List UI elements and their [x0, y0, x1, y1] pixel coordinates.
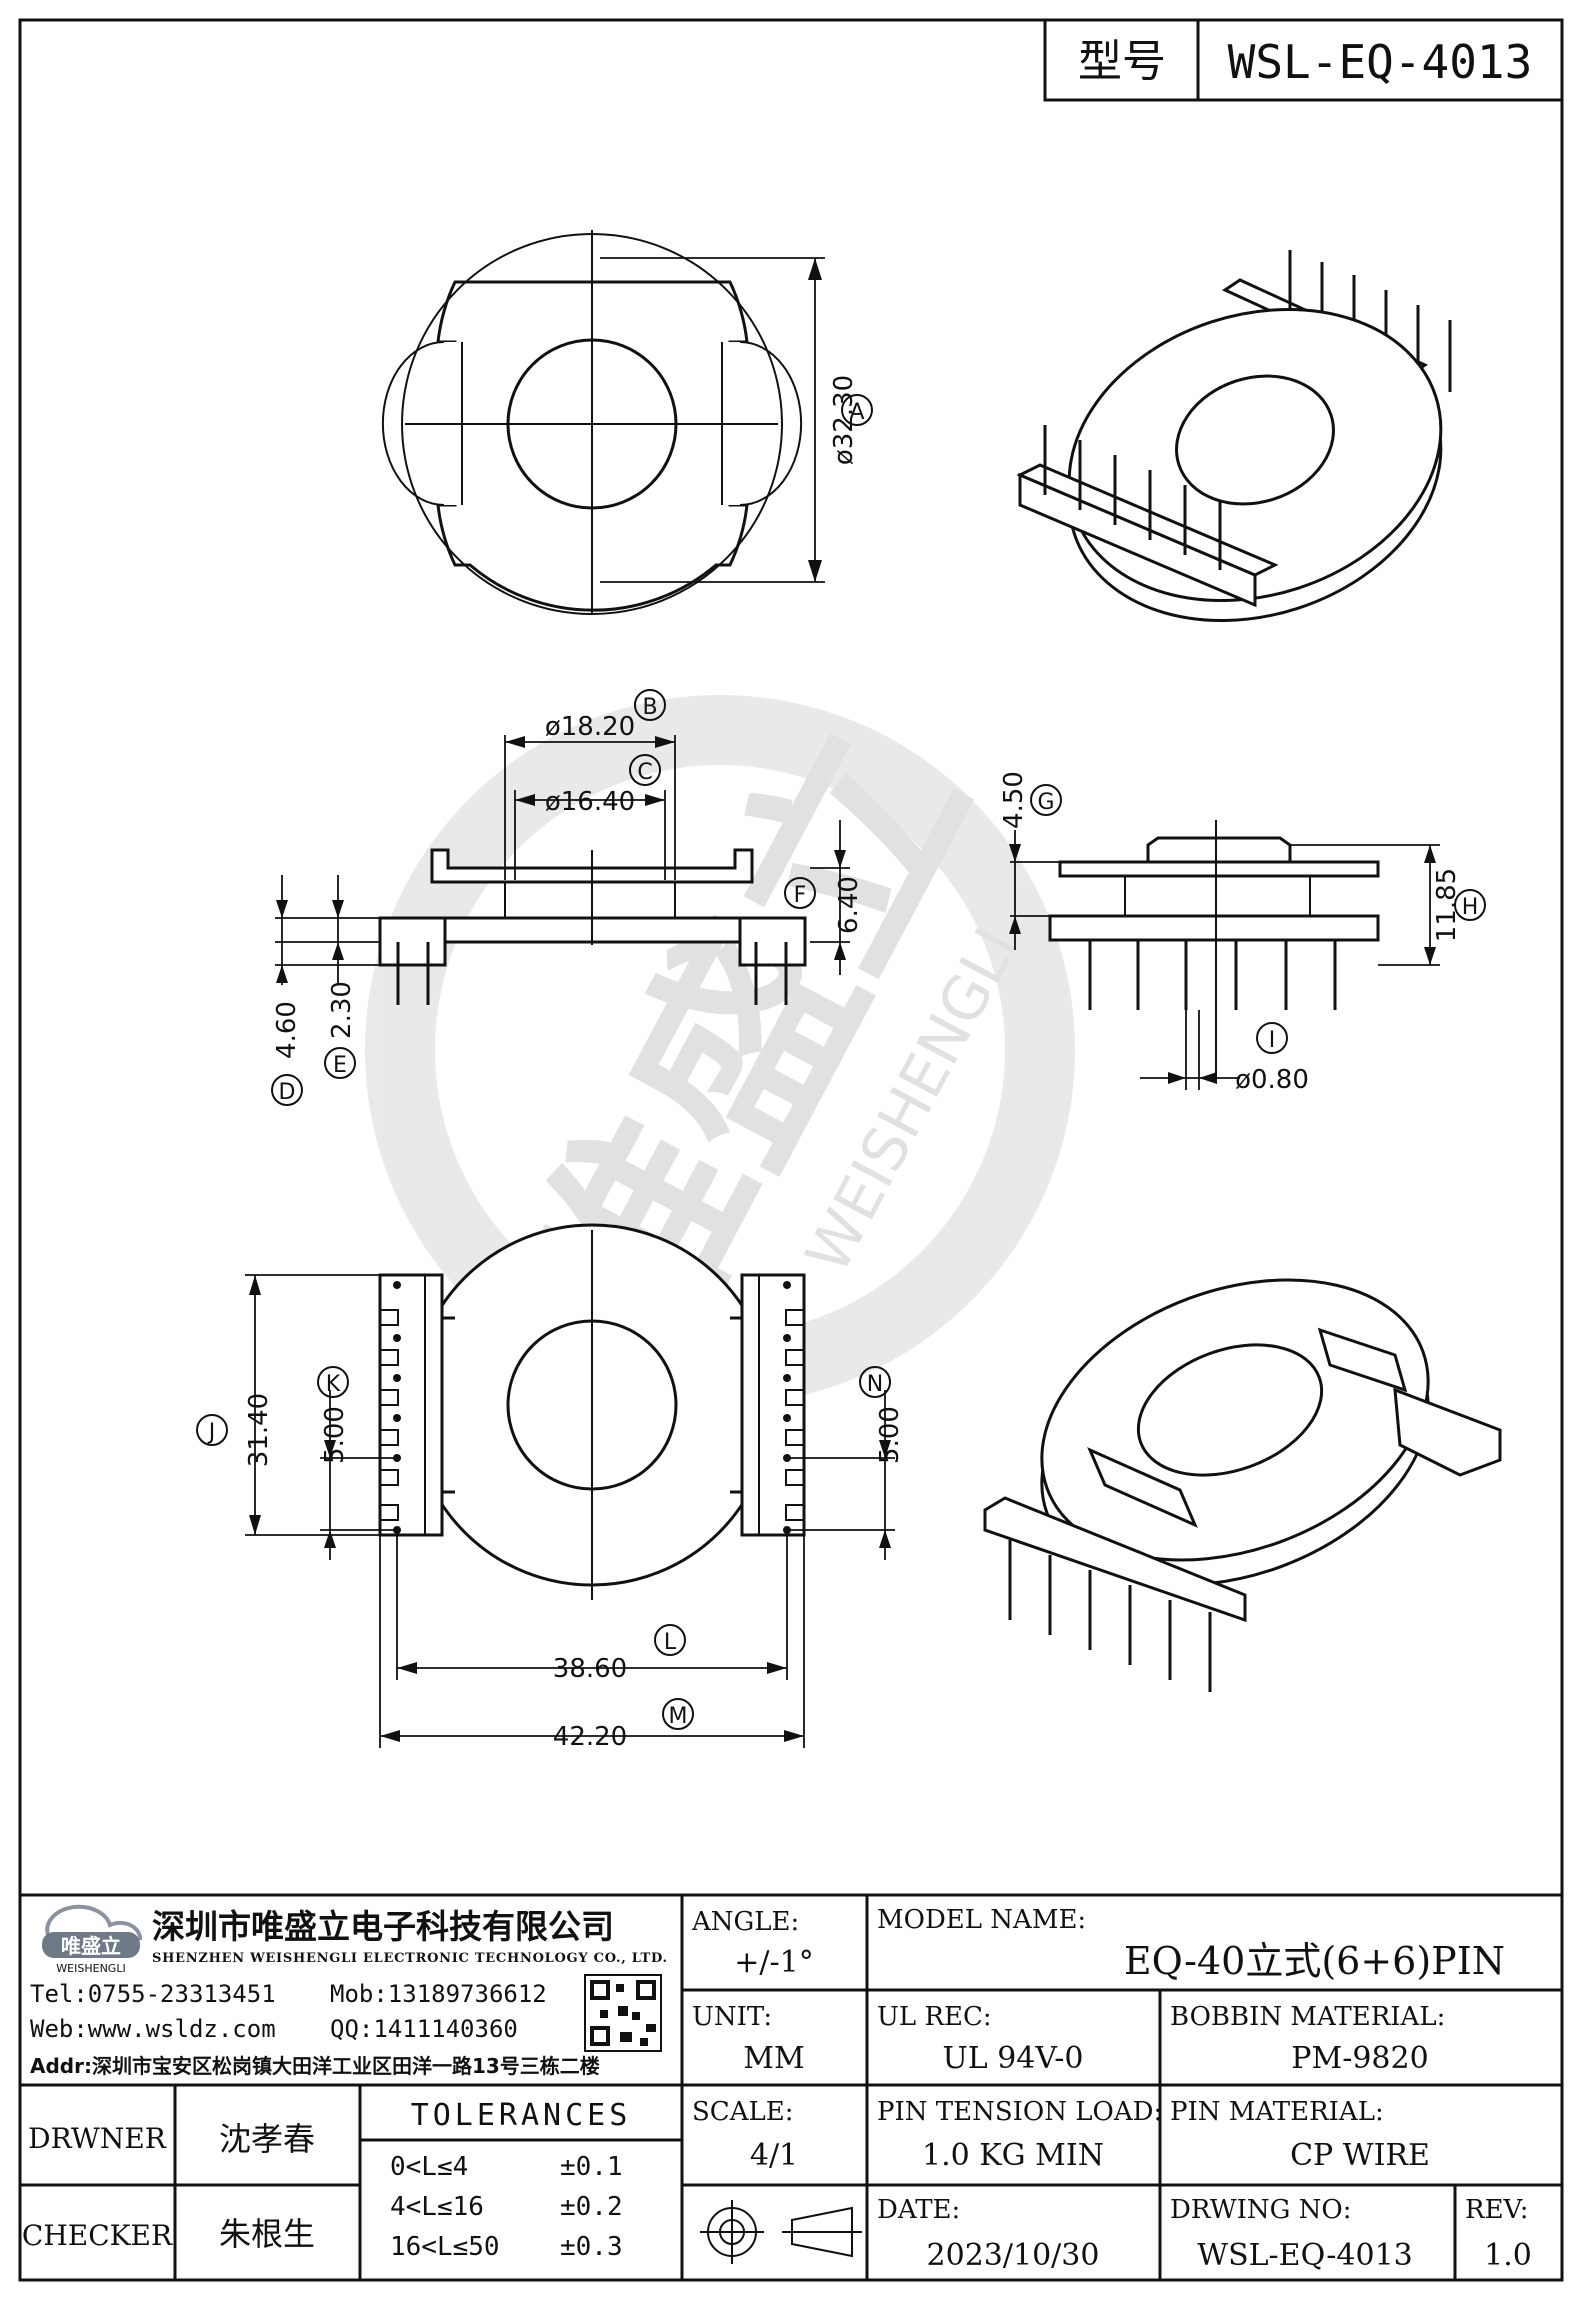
dim-E-letter: E [333, 1053, 347, 1078]
title-block: 唯盛立 WEISHENGLI 深圳市唯盛立电子科技有限公司 SHENZHEN W… [20, 1893, 1562, 2280]
scale-label: SCALE: [692, 2097, 794, 2127]
tol-value-2: ±0.3 [560, 2232, 623, 2262]
dim-D-letter: D [279, 1080, 296, 1105]
ul-label: UL REC: [877, 2002, 992, 2032]
dim-A-letter: A [849, 400, 864, 425]
checker-label: CHECKER [22, 2219, 173, 2252]
ul-value: UL 94V-0 [942, 2041, 1083, 2076]
dim-G-letter: G [1037, 790, 1054, 815]
company-qq: QQ:1411140360 [330, 2015, 518, 2043]
dim-N-value: 5.00 [875, 1406, 905, 1464]
tol-range-1: 4<L≤16 [390, 2192, 484, 2222]
dim-N-letter: N [867, 1372, 883, 1397]
tension-value: 1.0 KG MIN [922, 2138, 1104, 2173]
model-name-value: EQ-40立式(6+6)PIN [1124, 1939, 1505, 1983]
iso-view-top [1016, 250, 1452, 623]
model-name-label: MODEL NAME: [877, 1905, 1086, 1935]
logo-text: 唯盛立 [61, 1934, 121, 1958]
company-address: Addr:深圳市宝安区松岗镇大田洋工业区田洋一路13号三栋二楼 [30, 2054, 600, 2078]
dim-B-letter: B [642, 695, 657, 720]
tol-value-1: ±0.2 [560, 2192, 623, 2222]
tol-range-0: 0<L≤4 [390, 2152, 468, 2182]
dim-E-value: 2.30 [327, 981, 357, 1039]
dim-I-letter: I [1269, 1028, 1276, 1053]
pin-material-value: CP WIRE [1290, 2138, 1430, 2173]
dim-M-value: 42.20 [553, 1722, 627, 1752]
logo-sub: WEISHENGLI [56, 1962, 125, 1975]
tolerances-title: TOLERANCES [411, 2098, 632, 2133]
dim-K-letter: K [326, 1372, 341, 1397]
bobbin-label: BOBBIN MATERIAL: [1170, 2002, 1445, 2032]
projection-symbol-icon [700, 2200, 862, 2264]
dim-J-letter: J [207, 1420, 216, 1445]
rev-label: REV: [1465, 2195, 1528, 2225]
dim-J-value: 31.40 [244, 1393, 274, 1467]
rev-value: 1.0 [1484, 2238, 1532, 2273]
bottom-view: 31.40 J 5.00 K 5.00 N 38.60 L 42.20 M [196, 1223, 905, 1752]
company-tel: Tel:0755-23313451 [30, 1980, 276, 2008]
company-logo: 唯盛立 WEISHENGLI [42, 1904, 143, 1975]
top-view: ø32.30 A [381, 230, 873, 615]
dim-K-value: 5.00 [320, 1406, 350, 1464]
model-number-value: WSL-EQ-4013 [1228, 35, 1533, 89]
drawer-name: 沈孝春 [219, 2120, 315, 2158]
checker-name: 朱根生 [219, 2215, 315, 2253]
side-view: 4.50 G 11.85 H I ø0.80 [999, 771, 1486, 1095]
model-number-box: 型号 WSL-EQ-4013 [1043, 18, 1564, 102]
tension-label: PIN TENSION LOAD: [877, 2097, 1162, 2127]
dim-I-value: ø0.80 [1235, 1065, 1309, 1095]
drawing-no-label: DRWING NO: [1170, 2195, 1351, 2225]
dim-F-letter: F [794, 883, 807, 908]
iso-view-bottom [983, 1278, 1502, 1692]
tol-range-2: 16<L≤50 [390, 2232, 500, 2262]
dim-G-value: 4.50 [999, 771, 1029, 829]
dim-M-letter: M [669, 1704, 688, 1729]
dim-A-value: ø32.30 [829, 375, 859, 465]
company-name-cn: 深圳市唯盛立电子科技有限公司 [152, 1907, 614, 1946]
dim-D-value: 4.60 [272, 1001, 302, 1059]
dim-F-value: 6.40 [834, 876, 864, 934]
dim-H-value: 11.85 [1432, 868, 1462, 942]
dim-C-value: ø16.40 [545, 787, 635, 817]
angle-label: ANGLE: [691, 1907, 799, 1937]
dim-H-letter: H [1462, 895, 1479, 920]
tol-value-0: ±0.1 [560, 2152, 623, 2182]
drawing-no-value: WSL-EQ-4013 [1197, 2238, 1413, 2273]
angle-value: +/-1° [734, 1945, 813, 1980]
date-value: 2023/10/30 [927, 2238, 1100, 2273]
drawer-label: DRWNER [28, 2122, 167, 2155]
scale-value: 4/1 [750, 2138, 798, 2173]
bobbin-value: PM-9820 [1291, 2041, 1428, 2076]
company-name-en: SHENZHEN WEISHENGLI ELECTRONIC TECHNOLOG… [152, 1951, 667, 1966]
unit-value: MM [743, 2041, 804, 2076]
company-mob: Mob:13189736612 [330, 1980, 547, 2008]
dim-L-letter: L [664, 1630, 677, 1655]
date-label: DATE: [877, 2195, 960, 2225]
dim-B-value: ø18.20 [545, 712, 635, 742]
front-view: ø18.20 B ø16.40 C 6.40 F 4.60 D 2.30 E [271, 689, 864, 1106]
qr-code-icon [584, 1974, 662, 2052]
model-number-label: 型号 [1078, 36, 1166, 87]
dim-L-value: 38.60 [553, 1654, 627, 1684]
pin-material-label: PIN MATERIAL: [1170, 2097, 1384, 2127]
dim-C-letter: C [637, 760, 652, 785]
unit-label: UNIT: [692, 2002, 772, 2032]
sheet-border [18, 18, 1564, 2282]
company-web: Web:www.wsldz.com [30, 2015, 276, 2043]
